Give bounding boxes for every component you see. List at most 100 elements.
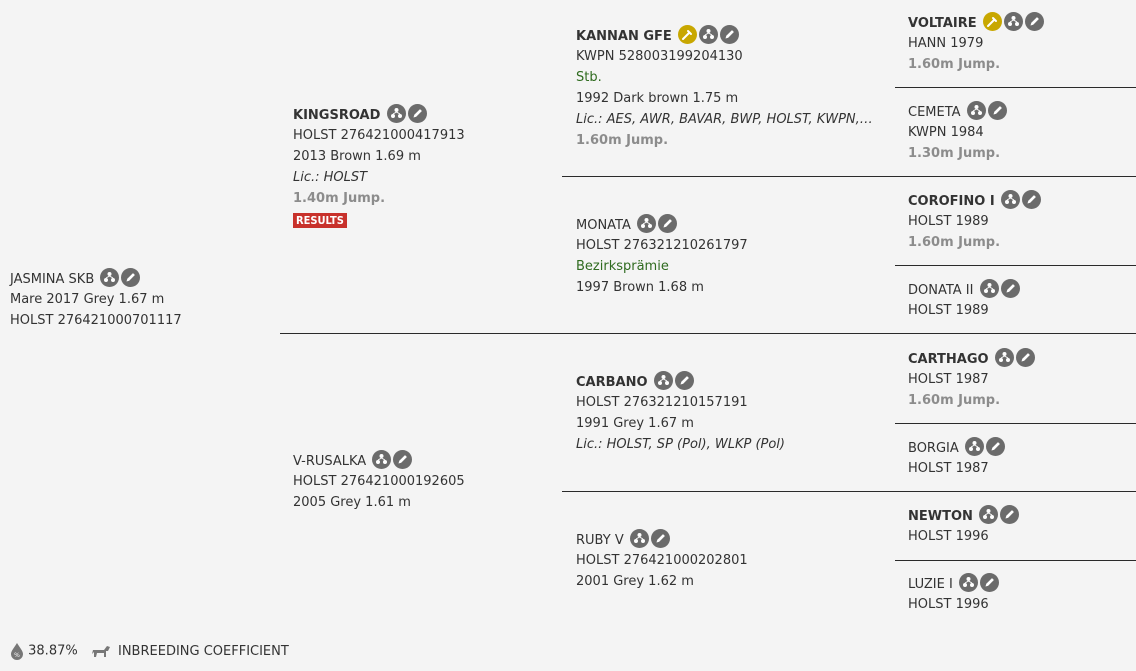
edit-icon[interactable]	[393, 450, 413, 469]
edit-icon[interactable]	[407, 104, 427, 123]
pedigree-icon[interactable]	[1000, 190, 1020, 209]
gen3-card-corofino: COROFINO I HOLST 1989 1.60m Jump.	[908, 190, 1041, 253]
inbreeding-footer: % 38.87% INBREEDING COEFFICIENT	[10, 642, 289, 660]
gen3-card-luzie: LUZIE I HOLST 1996	[908, 573, 999, 615]
pedigree-icon[interactable]	[958, 573, 978, 592]
horse-name[interactable]: KINGSROAD	[293, 108, 381, 123]
pedigree-icon[interactable]	[637, 214, 657, 233]
edit-icon[interactable]	[1024, 12, 1044, 31]
pedigree-icon[interactable]	[386, 104, 406, 123]
pedigree-icon[interactable]	[979, 505, 999, 524]
sire-sire-card: KANNAN GFE KWPN 528003199204130 Stb. 199…	[576, 25, 876, 151]
edit-icon[interactable]	[1021, 190, 1041, 209]
horse-name[interactable]: LUZIE I	[908, 577, 953, 592]
horse-registration: HOLST 276421000417913	[293, 128, 465, 143]
divider-gen2-top	[562, 176, 1136, 177]
horse-registration: HOLST 276321210157191	[576, 395, 748, 410]
edit-icon[interactable]	[1000, 279, 1020, 298]
licence-list: Lic.: HOLST, SP (Pol), WLKP (Pol)	[576, 437, 785, 452]
gen3-card-voltaire: VOLTAIRE HANN 1979 1.60m Jump.	[908, 12, 1044, 75]
horse-registration: HOLST 1987	[908, 461, 989, 476]
horse-registration: HOLST 276421000202801	[576, 553, 748, 568]
horse-name[interactable]: RUBY V	[576, 533, 624, 548]
sport-level: 1.60m Jump.	[908, 235, 1001, 250]
divider-gen3-5	[895, 423, 1136, 424]
pedigree-icon[interactable]	[653, 371, 673, 390]
edit-icon[interactable]	[719, 25, 739, 44]
sport-level: 1.60m Jump.	[908, 393, 1001, 408]
results-badge[interactable]: RESULTS	[293, 213, 347, 228]
award-text: Bezirksprämie	[576, 259, 669, 274]
edit-icon[interactable]	[1000, 505, 1020, 524]
horse-name[interactable]: CEMETA	[908, 105, 961, 120]
gen3-card-carthago: CARTHAGO HOLST 1987 1.60m Jump.	[908, 348, 1035, 411]
gen3-card-cemeta: CEMETA KWPN 1984 1.30m Jump.	[908, 101, 1007, 164]
pedigree-icon[interactable]	[698, 25, 718, 44]
svg-text:%: %	[14, 652, 20, 659]
pedigree-icon[interactable]	[1003, 12, 1023, 31]
pedigree-icon[interactable]	[979, 279, 999, 298]
horse-registration: HOLST 1989	[908, 303, 989, 318]
award-text: Stb.	[576, 70, 602, 85]
licence-list: Lic.: HOLST	[293, 170, 368, 185]
sport-level: 1.60m Jump.	[908, 57, 1001, 72]
horse-registration: KWPN 528003199204130	[576, 49, 743, 64]
licence-list: Lic.: AES, AWR, BAVAR, BWP, HOLST, KWPN,…	[576, 112, 876, 127]
horse-registration: HOLST 276321210261797	[576, 238, 748, 253]
pedigree-icon[interactable]	[100, 268, 120, 287]
horse-name[interactable]: NEWTON	[908, 509, 973, 524]
dam-sire-card: CARBANO HOLST 276321210157191 1991 Grey …	[576, 371, 785, 455]
divider-gen3-3	[895, 265, 1136, 266]
percent-drop-icon: %	[10, 643, 28, 660]
horse-name[interactable]: KANNAN GFE	[576, 29, 672, 44]
pedigree-icon[interactable]	[966, 101, 986, 120]
sire-card: KINGSROAD HOLST 276421000417913 2013 Bro…	[293, 104, 465, 228]
edit-icon[interactable]	[121, 268, 141, 287]
divider-gen1	[280, 333, 1136, 334]
sport-level: 1.30m Jump.	[908, 146, 1001, 161]
dam-dam-card: RUBY V HOLST 276421000202801 2001 Grey 1…	[576, 529, 748, 592]
horse-details: 2013 Brown 1.69 m	[293, 149, 421, 164]
horse-name[interactable]: CARTHAGO	[908, 352, 989, 367]
pedigree-icon[interactable]	[994, 348, 1014, 367]
horse-details: 2005 Grey 1.61 m	[293, 495, 411, 510]
gen3-card-newton: NEWTON HOLST 1996	[908, 505, 1020, 547]
horse-registration: HOLST 1996	[908, 597, 989, 612]
gen3-card-donata: DONATA II HOLST 1989	[908, 279, 1020, 321]
pedigree-icon[interactable]	[372, 450, 392, 469]
horse-name[interactable]: DONATA II	[908, 283, 974, 298]
edit-icon[interactable]	[658, 214, 678, 233]
horse-name[interactable]: V-RUSALKA	[293, 454, 367, 469]
licence-icon[interactable]	[677, 25, 697, 44]
horse-details: 1992 Dark brown 1.75 m	[576, 91, 739, 106]
sire-dam-card: MONATA HOLST 276321210261797 Bezirkspräm…	[576, 214, 748, 298]
horse-registration: HOLST 276421000701117	[10, 313, 182, 328]
divider-gen2-bottom	[562, 491, 1136, 492]
horse-registration: HANN 1979	[908, 36, 984, 51]
edit-icon[interactable]	[987, 101, 1007, 120]
edit-icon[interactable]	[1015, 348, 1035, 367]
inbreeding-value: 38.87%	[28, 643, 78, 659]
horse-registration: HOLST 276421000192605	[293, 474, 465, 489]
licence-icon[interactable]	[982, 12, 1002, 31]
horse-details: 1991 Grey 1.67 m	[576, 416, 694, 431]
edit-icon[interactable]	[985, 437, 1005, 456]
horse-name[interactable]: JASMINA SKB	[10, 272, 95, 287]
pedigree-icon[interactable]	[964, 437, 984, 456]
edit-icon[interactable]	[674, 371, 694, 390]
edit-icon[interactable]	[650, 529, 670, 548]
inbreeding-label: INBREEDING COEFFICIENT	[118, 643, 289, 659]
horse-name[interactable]: MONATA	[576, 218, 631, 233]
horse-registration: HOLST 1996	[908, 529, 989, 544]
horse-registration: HOLST 1987	[908, 372, 989, 387]
horse-name[interactable]: BORGIA	[908, 441, 959, 456]
horse-registration: KWPN 1984	[908, 125, 984, 140]
subject-card: JASMINA SKB Mare 2017 Grey 1.67 m HOLST …	[10, 268, 182, 331]
edit-icon[interactable]	[979, 573, 999, 592]
horse-name[interactable]: CARBANO	[576, 375, 648, 390]
pedigree-icon[interactable]	[629, 529, 649, 548]
horse-icon	[90, 644, 116, 659]
horse-details: Mare 2017 Grey 1.67 m	[10, 292, 165, 307]
horse-name[interactable]: VOLTAIRE	[908, 16, 977, 31]
horse-name[interactable]: COROFINO I	[908, 194, 995, 209]
